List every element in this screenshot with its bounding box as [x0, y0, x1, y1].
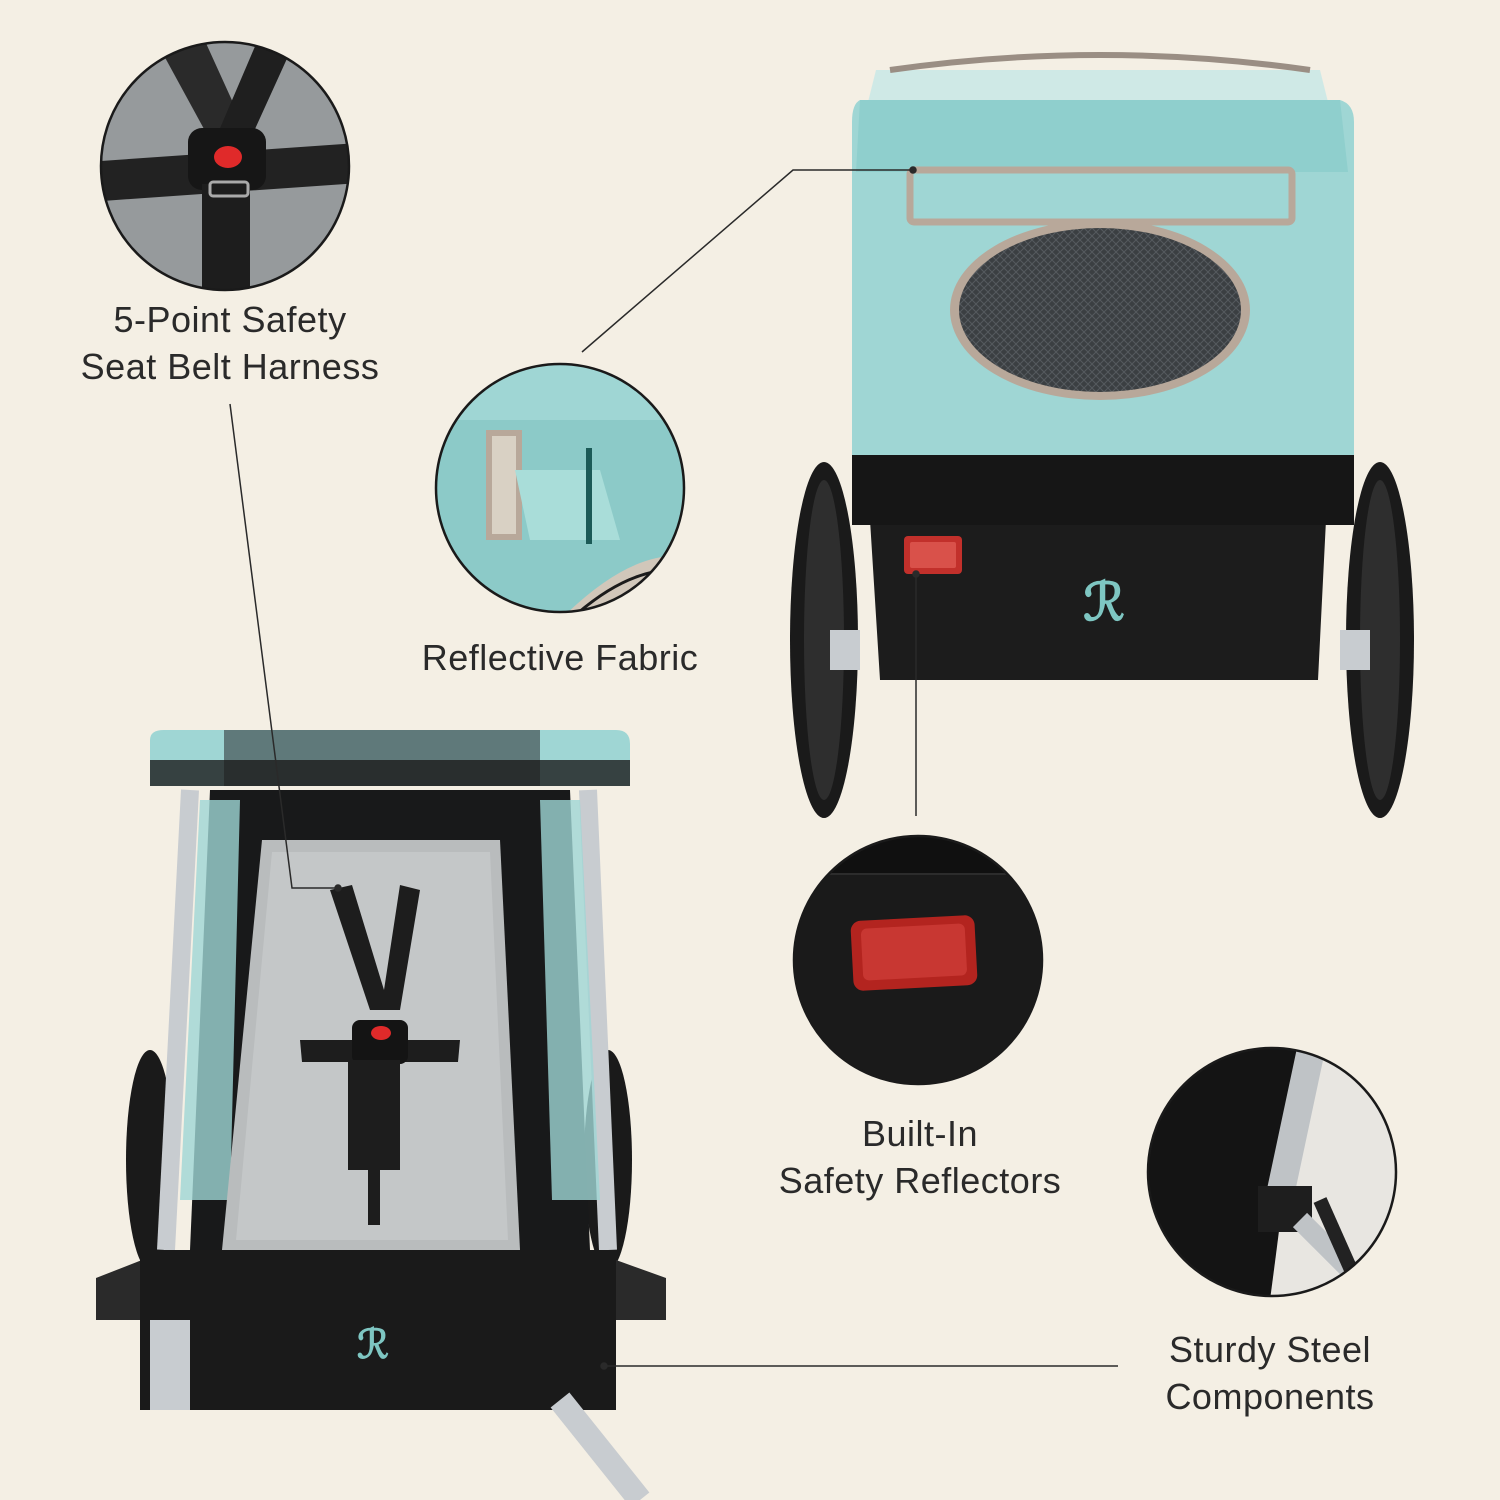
- reflector-closeup-circle: [792, 834, 1044, 1086]
- harness-feature-label: 5-Point Safety Seat Belt Harness: [40, 296, 420, 390]
- harness-label-line1: 5-Point Safety: [113, 299, 347, 340]
- steel-label-line2: Components: [1165, 1376, 1375, 1417]
- steel-feature-label: Sturdy Steel Components: [1110, 1326, 1430, 1420]
- reflectors-feature-label: Built-In Safety Reflectors: [740, 1110, 1100, 1204]
- reflective-fabric-feature-label: Reflective Fabric: [390, 634, 730, 681]
- buckle-release-button: [214, 146, 242, 168]
- reflective-fabric-closeup-circle: [434, 362, 686, 614]
- reflectors-label-line2: Safety Reflectors: [778, 1160, 1062, 1201]
- harness-label-line2: Seat Belt Harness: [80, 346, 380, 387]
- trailer-rear-view: ℛ: [790, 52, 1414, 818]
- trailer-front-view: ℛ: [96, 730, 666, 1500]
- steel-frame-closeup-circle: [1146, 1046, 1398, 1298]
- harness-closeup-circle: [99, 40, 351, 292]
- steel-frame: [1266, 1048, 1326, 1198]
- steel-label-line1: Sturdy Steel: [1168, 1329, 1372, 1370]
- svg-text:ℛ: ℛ: [357, 1323, 389, 1367]
- svg-text:ℛ: ℛ: [1083, 574, 1125, 632]
- reflectors-label-line1: Built-In: [861, 1113, 979, 1154]
- fabric-label-line1: Reflective Fabric: [421, 637, 699, 678]
- callout-lines: [229, 166, 1118, 1370]
